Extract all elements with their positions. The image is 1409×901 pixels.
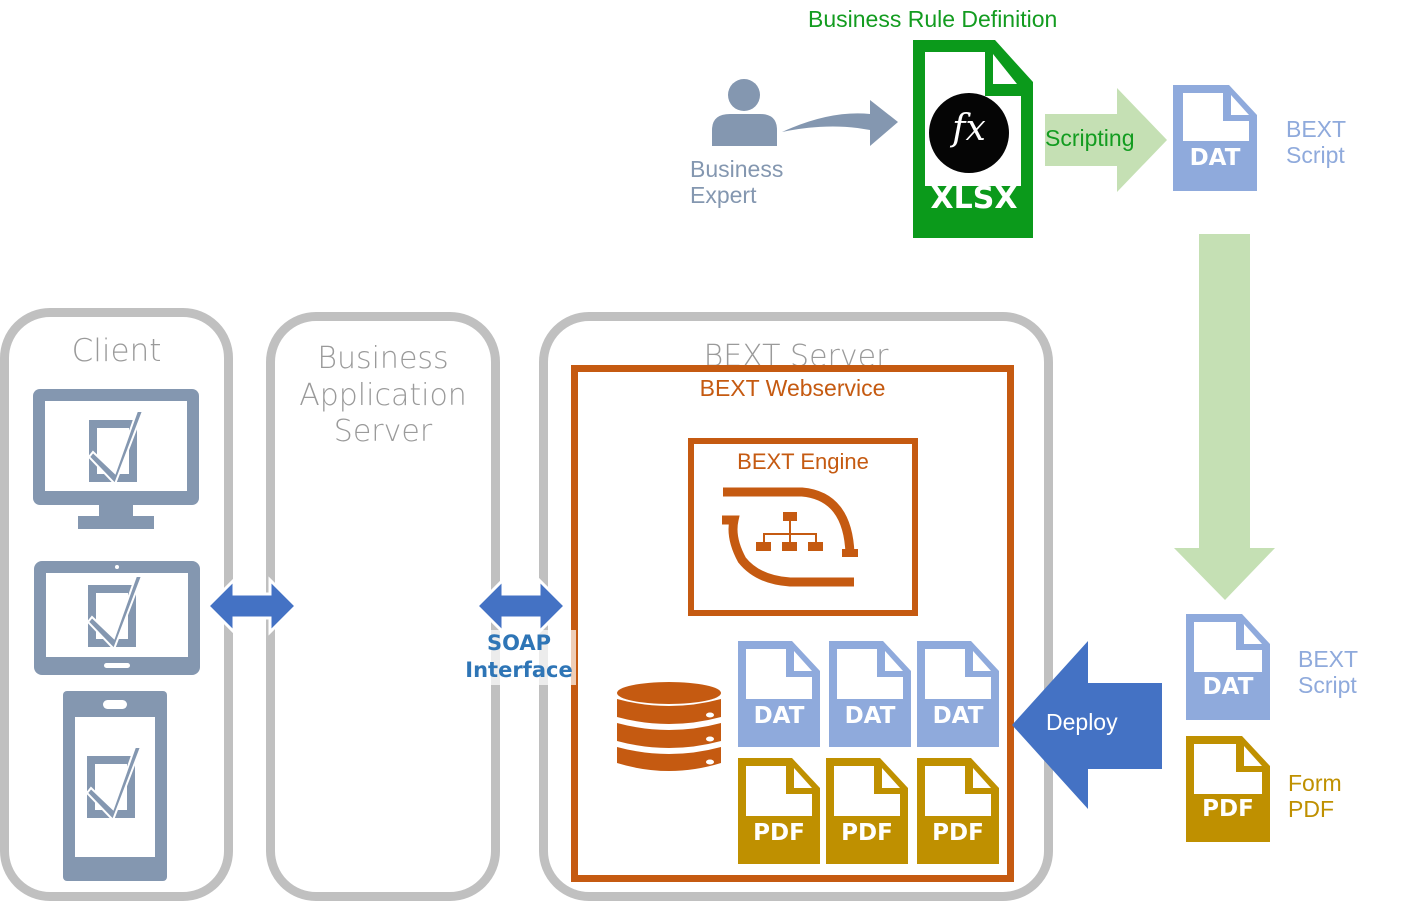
dat-label: DAT xyxy=(1189,145,1241,171)
business-expert-label: Business Expert xyxy=(690,156,783,209)
business-expert-icon xyxy=(712,79,777,146)
bext-script-label-top: BEXT Script xyxy=(1286,116,1346,169)
bext-script-label-line1: BEXT xyxy=(1286,116,1347,142)
dat-file-2: DAT xyxy=(829,641,911,747)
dat-file-top: DAT xyxy=(1173,85,1257,191)
business-application-server-title: Business Application Server xyxy=(275,341,491,451)
bext-engine-box xyxy=(688,438,918,616)
dat-label: DAT xyxy=(844,703,896,729)
soap-interface-label: SOAP Interface xyxy=(462,630,576,685)
dat-file-deploy: DAT xyxy=(1186,614,1270,720)
person-head xyxy=(728,79,760,111)
pdf-file-deploy: PDF xyxy=(1186,736,1270,842)
pdf-file-icon xyxy=(917,758,999,864)
bext-webservice-label: BEXT Webservice xyxy=(699,375,886,401)
pdf-file-icon xyxy=(738,758,820,864)
title-line3: Server xyxy=(333,414,433,450)
bext-script-label-bottom: BEXT Script xyxy=(1298,646,1358,699)
bext-webservice-box xyxy=(571,365,1014,882)
down-arrow-icon xyxy=(1174,234,1275,600)
database-icon xyxy=(617,682,721,771)
dat-label: DAT xyxy=(932,703,984,729)
scripting-label: Scripting xyxy=(1045,125,1135,151)
soap-label-line2: Interface xyxy=(462,657,576,685)
xlsx-label: XLSX xyxy=(930,181,1018,216)
dat-file-icon xyxy=(1186,614,1270,720)
fx-label: fx xyxy=(952,108,986,149)
pdf-file-1: PDF xyxy=(738,758,820,864)
dat-label: DAT xyxy=(1202,674,1254,700)
fx-circle xyxy=(929,93,1009,173)
form-pdf-label-line1: Form xyxy=(1288,770,1342,796)
pdf-file-icon xyxy=(1186,736,1270,842)
checkbox-icon xyxy=(85,746,143,822)
form-pdf-label-line2: PDF xyxy=(1288,796,1334,823)
dat-file-icon xyxy=(917,641,999,747)
pdf-label: PDF xyxy=(841,820,893,846)
bext-script-label-line2: Script xyxy=(1286,142,1345,169)
title-line2: Application xyxy=(299,377,467,413)
checkbox-icon xyxy=(87,410,145,486)
person-body xyxy=(712,114,777,146)
dat-file-icon xyxy=(1173,85,1257,191)
soap-label-line1: SOAP xyxy=(462,630,576,658)
checkbox-icon xyxy=(86,575,144,651)
dat-file-icon xyxy=(829,641,911,747)
form-pdf-label: Form PDF xyxy=(1288,770,1342,823)
pdf-label: PDF xyxy=(753,820,805,846)
title-line1: Business xyxy=(317,341,449,376)
tablet-icon xyxy=(34,561,200,675)
pdf-file-3: PDF xyxy=(917,758,999,864)
pdf-file-icon xyxy=(826,758,908,864)
bext-engine-label: BEXT Engine xyxy=(737,449,869,474)
pdf-file-2: PDF xyxy=(826,758,908,864)
dat-file-1: DAT xyxy=(738,641,820,747)
engine-cycle-icon xyxy=(722,487,858,587)
dat-file-3: DAT xyxy=(917,641,999,747)
soap-arrow-icon xyxy=(474,576,568,636)
desktop-monitor-icon xyxy=(33,389,199,529)
phone-icon xyxy=(63,691,167,881)
deploy-label: Deploy xyxy=(1046,709,1118,735)
client-title: Client xyxy=(71,333,162,369)
scripting-arrow-icon xyxy=(1045,88,1167,192)
business-rule-definition-label: Business Rule Definition xyxy=(808,6,1058,32)
business-expert-label-line1: Business xyxy=(690,156,784,182)
hierarchy-icon xyxy=(756,512,823,551)
business-application-server-panel: Business Application Server xyxy=(266,312,500,901)
dat-label: DAT xyxy=(753,703,805,729)
client-app-server-arrow-icon xyxy=(205,576,299,636)
pdf-label: PDF xyxy=(932,820,984,846)
bext-script-label-line2: Script xyxy=(1298,672,1357,699)
deploy-arrow-icon xyxy=(1012,641,1162,809)
xlsx-file-icon xyxy=(913,40,1033,238)
bext-script-label-line1: BEXT xyxy=(1298,646,1359,672)
business-expert-label-line2: Expert xyxy=(690,182,757,209)
dat-file-icon xyxy=(738,641,820,747)
curved-arrow-icon xyxy=(782,100,898,146)
pdf-label: PDF xyxy=(1202,796,1254,822)
